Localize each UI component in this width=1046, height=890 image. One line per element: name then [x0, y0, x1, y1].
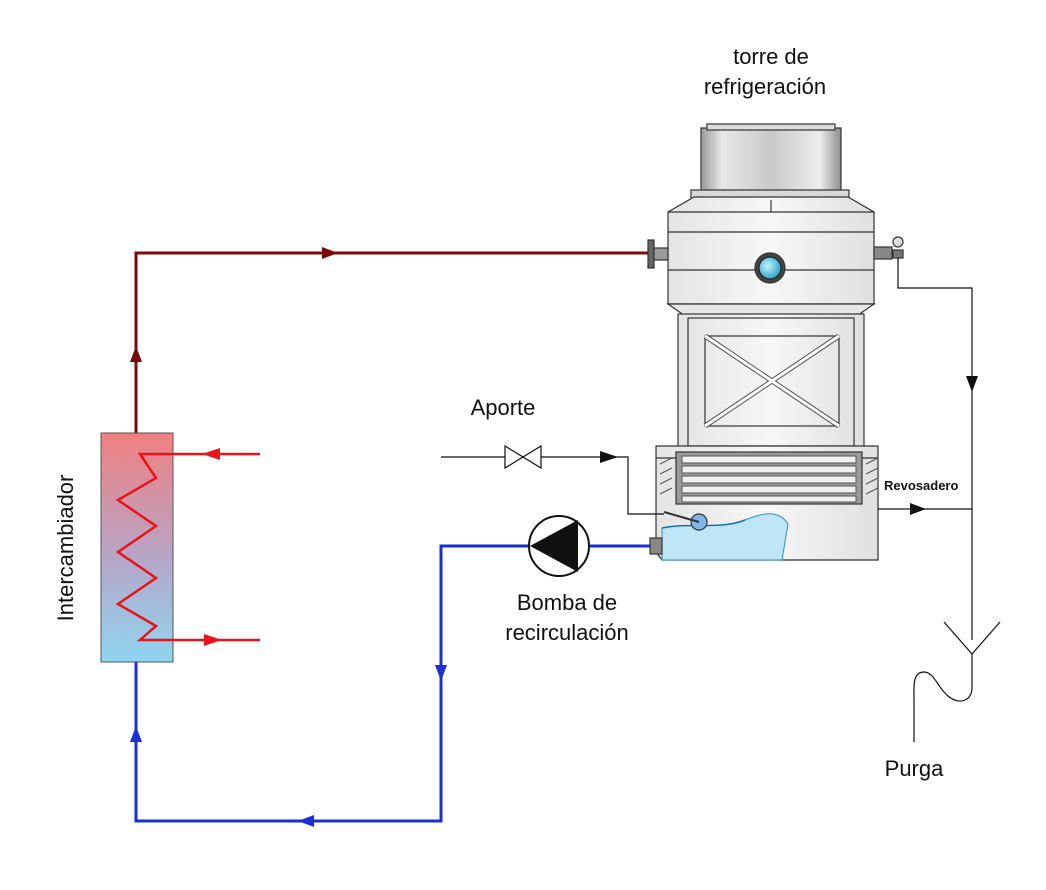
- cold-flow-arrow-left: [298, 815, 314, 827]
- cold-water-line: [134, 544, 652, 823]
- overflow-flow-arrow: [910, 503, 926, 515]
- purge-label: Purga: [885, 756, 944, 781]
- makeup-line: [441, 456, 664, 515]
- cold-flow-arrow-up: [130, 726, 142, 742]
- pump-label-line1: Bomba de: [517, 590, 617, 615]
- makeup-valve-icon: [504, 444, 542, 470]
- tower-label-line1: torre de: [733, 44, 809, 69]
- coil-inlet-arrow: [202, 448, 220, 460]
- hot-flow-arrow-up: [130, 346, 142, 362]
- recirculation-pump-icon: [528, 515, 590, 577]
- heat-exchanger: [100, 432, 260, 663]
- exchanger-label: Intercambiador: [53, 475, 78, 622]
- overflow-label: Revosadero: [884, 478, 958, 493]
- cold-flow-arrow-down: [435, 665, 447, 681]
- cooling-tower: [647, 123, 904, 561]
- pressure-gauge-icon: [892, 236, 904, 248]
- hot-flow-arrow-right: [322, 247, 338, 259]
- makeup-label: Aporte: [471, 395, 536, 420]
- makeup-flow-arrow: [600, 451, 618, 463]
- coil-outlet-arrow: [204, 634, 222, 646]
- purge-line: [878, 258, 1001, 742]
- purge-flow-arrow: [966, 376, 978, 392]
- hot-water-line: [134, 251, 650, 434]
- pump-label-line2: recirculación: [505, 620, 629, 645]
- heating-coil: [115, 452, 260, 642]
- tower-label-line2: refrigeración: [704, 74, 826, 99]
